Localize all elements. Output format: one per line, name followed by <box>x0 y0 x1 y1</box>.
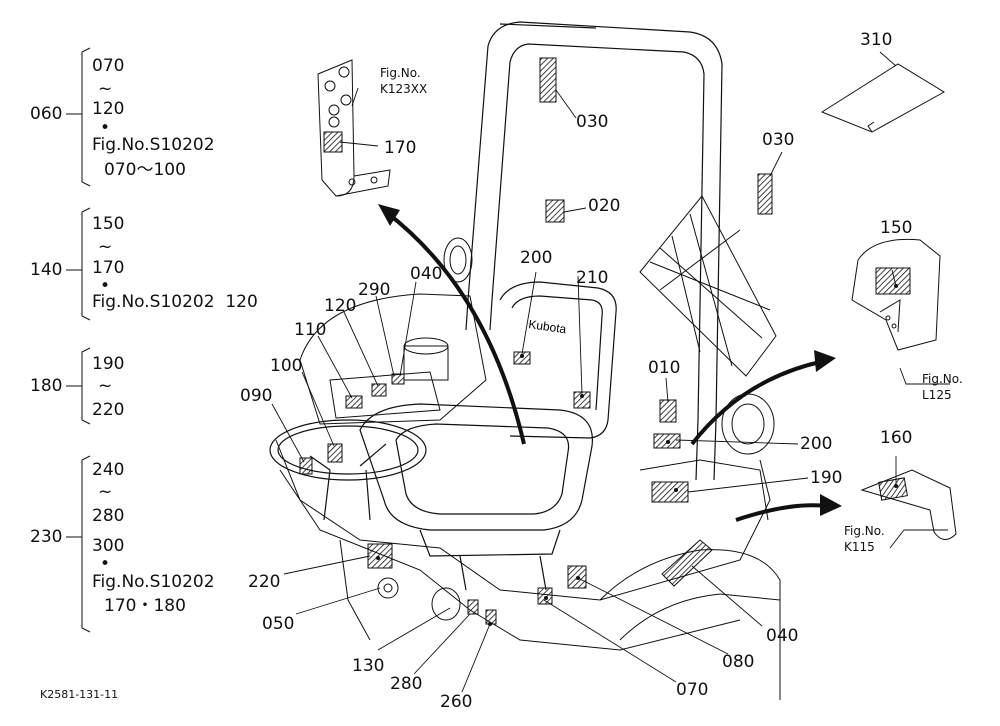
fig-ref-k115-line2: K115 <box>844 540 875 554</box>
callout-080: 080 <box>722 652 755 672</box>
decal-260 <box>485 609 497 625</box>
callout-120: 120 <box>324 296 357 316</box>
callout-130: 130 <box>352 656 385 676</box>
leader-dots <box>376 284 898 626</box>
legend-060-line: Fig.No.S10202 <box>92 135 215 155</box>
inset-k115-plate <box>860 469 957 540</box>
legend-140-line: 150 <box>92 214 125 234</box>
legend-230-line: Fig.No.S10202 <box>92 572 215 592</box>
pointer-arrows <box>384 210 827 522</box>
decal-040-fender <box>661 539 713 587</box>
callout-280: 280 <box>390 674 423 694</box>
callout-110: 110 <box>294 320 327 340</box>
decal-030-upper <box>539 57 557 103</box>
legend-230-line: 170・180 <box>104 596 186 616</box>
legend-060-line: ~ <box>98 79 113 99</box>
callout-150: 150 <box>880 218 913 238</box>
callout-030-top: 030 <box>576 112 609 132</box>
callout-100: 100 <box>270 356 303 376</box>
callout-160: 160 <box>880 428 913 448</box>
callout-190: 190 <box>810 468 843 488</box>
decal-030-right <box>757 173 773 215</box>
decal-190 <box>651 481 689 503</box>
rops-frame <box>465 21 723 481</box>
legend-230-line: 280 <box>92 506 125 526</box>
legend-060-line: • <box>100 118 111 138</box>
legend-230-line: 240 <box>92 460 125 480</box>
decal-020 <box>545 199 565 223</box>
arrow-heads <box>378 204 842 516</box>
decal-120 <box>371 383 387 397</box>
decal-280 <box>467 599 479 615</box>
legend-060-line: 120 <box>92 99 125 119</box>
callout-290: 290 <box>358 280 391 300</box>
callout-220: 220 <box>248 572 281 592</box>
callout-090: 090 <box>240 386 273 406</box>
legend-230-line: • <box>100 554 111 574</box>
legend-brackets <box>66 47 91 633</box>
legend-180-line: 220 <box>92 400 125 420</box>
legend-group-140: 140 <box>30 260 63 280</box>
inset-l125-cover <box>851 238 941 351</box>
legend-group-230: 230 <box>30 527 63 547</box>
decal-100 <box>327 443 343 463</box>
decal-110 <box>345 395 363 409</box>
callout-070: 070 <box>676 680 709 700</box>
decal-010 <box>659 399 677 423</box>
footer-code: K2581-131-11 <box>40 688 119 701</box>
legend-060-line: 070 <box>92 56 125 76</box>
legend-140-line: ~ <box>98 237 113 257</box>
decal-220 <box>367 543 393 569</box>
callout-200-fender: 200 <box>800 434 833 454</box>
decal-070 <box>537 587 553 605</box>
fig-ref-k123xx-line2: K123XX <box>380 82 428 96</box>
fig-ref-k123xx-line1: Fig.No. <box>380 66 421 80</box>
fig-ref-l125-line1: Fig.No. <box>922 372 963 386</box>
fig-ref-k115-line1: Fig.No. <box>844 524 885 538</box>
legend-230-line: 300 <box>92 536 125 556</box>
fig-ref-l125-line2: L125 <box>922 388 952 402</box>
legend-180-line: 190 <box>92 354 125 374</box>
legend-140-line: Fig.No.S10202 120 <box>92 292 258 312</box>
steering-wheel <box>269 419 427 521</box>
legend-230-line: ~ <box>98 482 113 502</box>
legend-140-line: • <box>100 276 111 296</box>
dashboard-panel <box>275 237 771 651</box>
callout-040-fender: 040 <box>766 626 799 646</box>
leader-lines <box>271 51 950 693</box>
callout-010: 010 <box>648 358 681 378</box>
inset-manual-310 <box>820 63 945 133</box>
legend-140-line: 170 <box>92 258 125 278</box>
legend-group-060: 060 <box>30 104 63 124</box>
inset-k123-bracket <box>317 59 391 197</box>
callout-050: 050 <box>262 614 295 634</box>
callout-040-dash: 040 <box>410 264 443 284</box>
seat <box>359 281 617 591</box>
rear-tire <box>377 393 781 700</box>
callout-200-seat: 200 <box>520 248 553 268</box>
legend-180-line: ~ <box>98 376 113 396</box>
callout-310: 310 <box>860 30 893 50</box>
legend-060-line: 070～100 <box>104 160 186 180</box>
callout-210: 210 <box>576 268 609 288</box>
legend-group-180: 180 <box>30 376 63 396</box>
callout-260: 260 <box>440 692 473 712</box>
decal-290 <box>391 373 405 385</box>
callout-020: 020 <box>588 196 621 216</box>
callout-030-right: 030 <box>762 130 795 150</box>
decal-090 <box>299 457 313 475</box>
callout-170: 170 <box>384 138 417 158</box>
warning-panel <box>639 195 777 377</box>
seat-brand-text: Kubota <box>528 317 568 336</box>
